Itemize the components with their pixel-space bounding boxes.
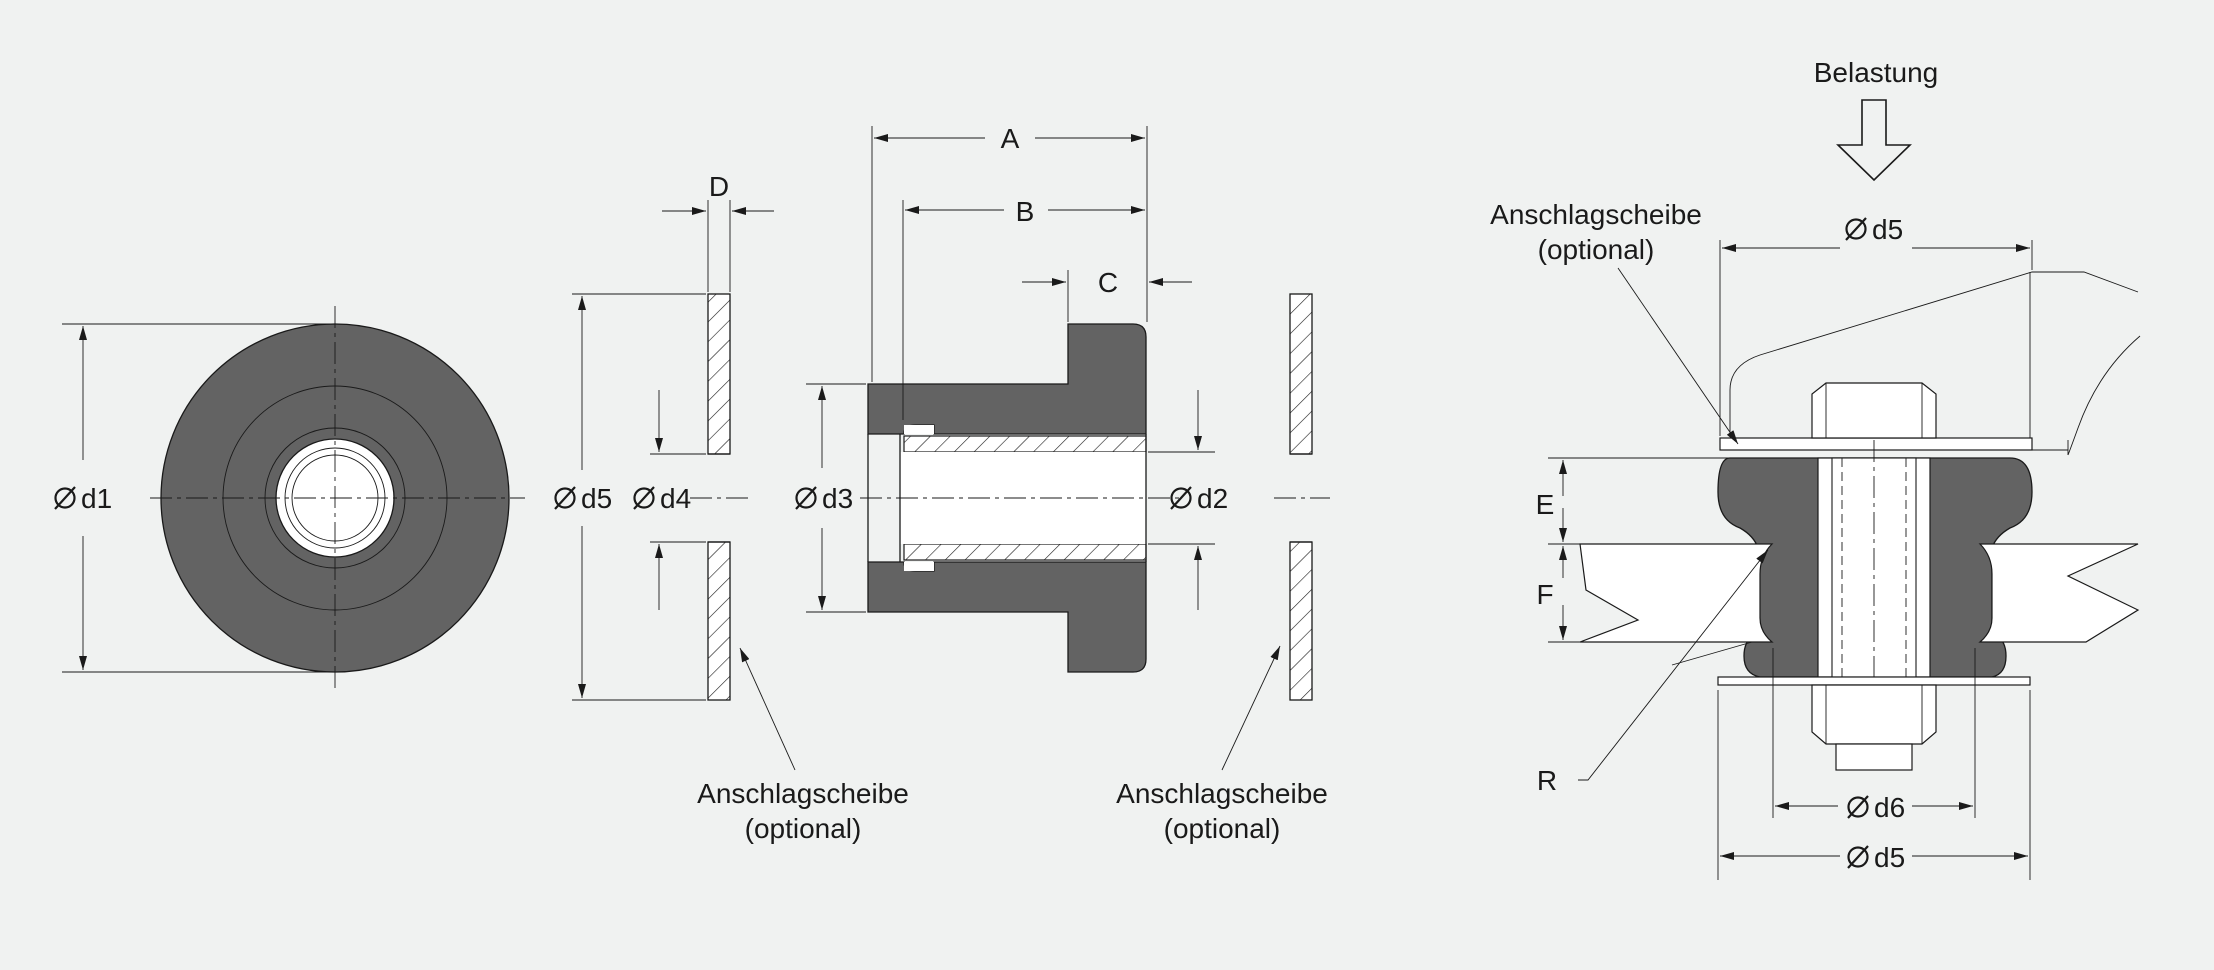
label-d5-bottom: d5: [1846, 842, 1905, 873]
label-anschlagscheibe-right: Anschlagscheibe (optional): [1490, 199, 1702, 265]
stop-washer-left: [572, 200, 796, 771]
label-d5-top: d5: [1844, 214, 1903, 245]
svg-text:Anschlagscheibe: Anschlagscheibe: [1490, 199, 1702, 230]
label-d5-washer: d5: [553, 483, 612, 514]
svg-text:d4: d4: [660, 483, 691, 514]
label-F: F: [1536, 579, 1553, 610]
svg-text:d3: d3: [822, 483, 853, 514]
svg-text:D: D: [709, 171, 729, 202]
label-E: E: [1536, 489, 1555, 520]
label-d6: d6: [1846, 792, 1905, 823]
svg-text:R: R: [1537, 765, 1557, 796]
svg-text:d2: d2: [1197, 483, 1228, 514]
label-anschlagscheibe-left: Anschlagscheibe (optional): [697, 778, 909, 844]
label-A: A: [1001, 123, 1020, 154]
label-B: B: [1016, 196, 1035, 227]
svg-text:d1: d1: [81, 483, 112, 514]
svg-text:d6: d6: [1874, 792, 1905, 823]
svg-text:A: A: [1001, 123, 1020, 154]
svg-text:d5: d5: [1874, 842, 1905, 873]
label-d3: d3: [794, 483, 853, 514]
label-D: D: [709, 171, 729, 202]
label-d4: d4: [632, 483, 691, 514]
svg-text:(optional): (optional): [745, 813, 862, 844]
svg-text:Anschlagscheibe: Anschlagscheibe: [1116, 778, 1328, 809]
label-anschlagscheibe-middle: Anschlagscheibe (optional): [1116, 778, 1328, 844]
label-d2: d2: [1169, 483, 1228, 514]
svg-text:E: E: [1536, 489, 1555, 520]
label-C: C: [1098, 267, 1118, 298]
label-d1: d1: [53, 483, 112, 514]
svg-text:d5: d5: [1872, 214, 1903, 245]
label-R: R: [1537, 765, 1557, 796]
svg-text:C: C: [1098, 267, 1118, 298]
svg-text:Anschlagscheibe: Anschlagscheibe: [697, 778, 909, 809]
stop-washer-right: [1221, 293, 1330, 771]
mounted-assembly: [1548, 99, 2141, 880]
svg-text:(optional): (optional): [1164, 813, 1281, 844]
svg-text:B: B: [1016, 196, 1035, 227]
buffer-section: [806, 126, 1215, 673]
label-belastung: Belastung: [1814, 57, 1939, 88]
front-view: [62, 306, 525, 690]
svg-text:d5: d5: [581, 483, 612, 514]
svg-text:F: F: [1536, 579, 1553, 610]
svg-text:(optional): (optional): [1538, 234, 1655, 265]
svg-text:Belastung: Belastung: [1814, 57, 1939, 88]
